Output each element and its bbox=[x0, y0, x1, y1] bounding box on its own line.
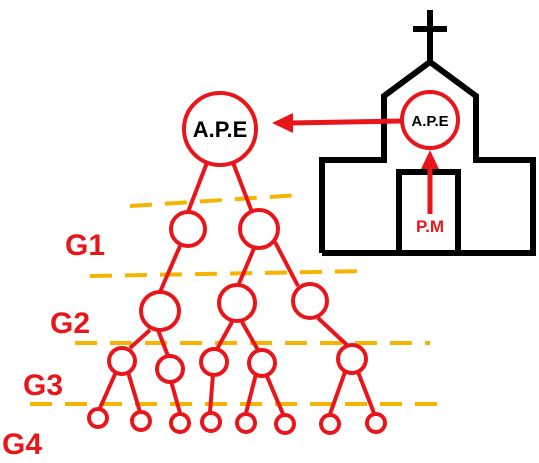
generation-label-g4: G4 bbox=[2, 428, 42, 461]
g4-node bbox=[87, 407, 109, 429]
g3-node bbox=[336, 343, 368, 375]
level-line-1 bbox=[129, 193, 301, 208]
g2-node bbox=[139, 290, 181, 332]
church-inner-node-label: A.P.E bbox=[411, 113, 448, 130]
g4-node bbox=[200, 411, 222, 433]
church-to-root-arrowhead bbox=[272, 113, 293, 133]
tree-nodes bbox=[87, 91, 387, 435]
level-line-2 bbox=[89, 269, 371, 278]
generation-label-g1: G1 bbox=[65, 229, 105, 262]
g4-node bbox=[130, 410, 152, 432]
g4-node bbox=[319, 413, 341, 435]
root-node-label: A.P.E bbox=[193, 117, 248, 142]
g3-node bbox=[199, 347, 229, 377]
arrows bbox=[272, 113, 439, 214]
generation-label-g2: G2 bbox=[50, 307, 90, 340]
g1-node bbox=[238, 208, 280, 250]
g4-node bbox=[365, 412, 387, 434]
g2-node bbox=[217, 283, 257, 323]
g1-node bbox=[169, 210, 207, 248]
generation-labels: G1 G2 G3 G4 bbox=[2, 229, 105, 461]
church-to-root-arrow-line bbox=[289, 118, 402, 126]
g3-node bbox=[247, 348, 277, 378]
church-inner-node bbox=[400, 90, 460, 150]
church-door-label: P.M bbox=[416, 217, 444, 236]
g4-node bbox=[274, 413, 296, 435]
g3-node bbox=[107, 346, 137, 376]
g2-node bbox=[291, 282, 329, 320]
tree-edges bbox=[98, 159, 376, 415]
root-node bbox=[182, 91, 258, 167]
g3-node bbox=[155, 354, 185, 384]
door-to-node-arrowhead bbox=[421, 150, 439, 169]
generation-label-g3: G3 bbox=[23, 369, 63, 402]
g4-node bbox=[235, 412, 257, 434]
g4-node bbox=[169, 412, 191, 434]
